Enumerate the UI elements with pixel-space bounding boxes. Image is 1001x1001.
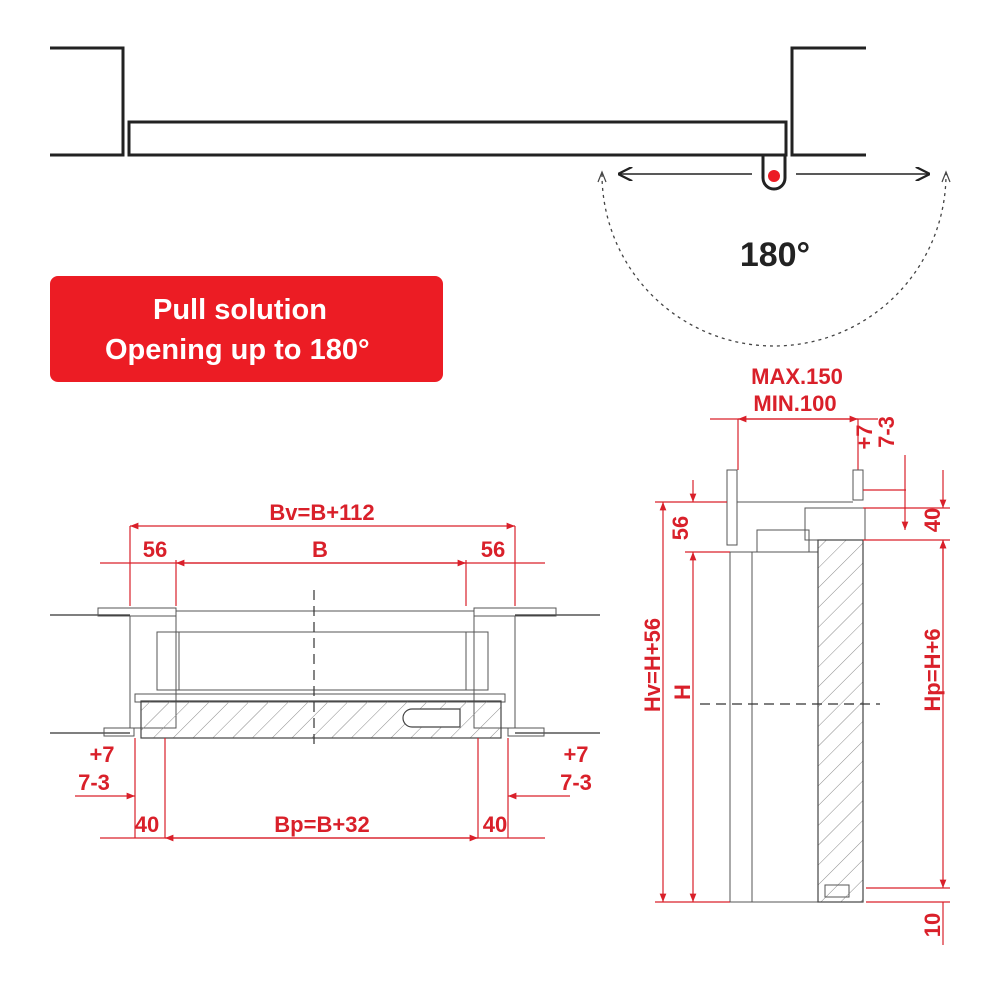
right-wall xyxy=(790,46,866,157)
right-40-label: 40 xyxy=(483,812,507,837)
max-label: MAX.150 xyxy=(751,364,843,389)
swing-arc xyxy=(601,173,947,347)
right-tol-range: 7-3 xyxy=(560,770,592,795)
left-tol-plus: +7 xyxy=(89,742,114,767)
frame-jamb xyxy=(729,551,753,903)
bottom-seal xyxy=(824,884,850,898)
pull-handle-recess xyxy=(402,708,461,728)
arc-arrow-right xyxy=(941,170,951,183)
angle-label: 180° xyxy=(740,236,810,274)
section-tol-range: 7-3 xyxy=(874,416,899,448)
b-label: B xyxy=(312,537,328,562)
right-tol-plus: +7 xyxy=(563,742,588,767)
bp-label: Bp=B+32 xyxy=(274,812,369,837)
arc-arrow-left xyxy=(597,170,607,183)
hv-label: Hv=H+56 xyxy=(640,618,665,712)
top-40-label: 40 xyxy=(920,508,945,532)
frame-body xyxy=(751,551,819,903)
left-56-label: 56 xyxy=(143,537,167,562)
left-trim xyxy=(103,727,135,737)
door-leaf-section-vertical xyxy=(817,539,864,903)
upper-right-profile xyxy=(852,469,864,501)
right-56-label: 56 xyxy=(481,537,505,562)
pivot-point-icon xyxy=(768,170,780,182)
right-trim xyxy=(507,727,545,737)
upper-left-profile xyxy=(726,469,738,546)
header-profile xyxy=(756,529,810,553)
badge-line-1: Pull solution xyxy=(153,294,327,326)
top-56-label: 56 xyxy=(668,516,693,540)
header-cap xyxy=(804,507,866,541)
badge-line-2: Opening up to 180° xyxy=(105,334,370,366)
left-40-label: 40 xyxy=(135,812,159,837)
min-label: MIN.100 xyxy=(753,391,836,416)
top-view: 180° xyxy=(50,46,951,347)
right-jamb-profile xyxy=(465,631,489,691)
section-tol-plus: +7 xyxy=(852,424,877,449)
section-view: MAX.150 MIN.100 +7 7-3 40 Hp=H+6 xyxy=(640,364,950,945)
bv-label: Bv=B+112 xyxy=(269,500,374,525)
pull-solution-badge: Pull solution Opening up to 180° xyxy=(50,276,443,382)
plan-view: Bv=B+112 56 B 56 +7 7-3 +7 7-3 40 Bp=B+3… xyxy=(50,500,600,842)
door-leaf xyxy=(127,120,788,157)
left-jamb-profile xyxy=(156,631,180,691)
left-tol-range: 7-3 xyxy=(78,770,110,795)
pivot-housing xyxy=(761,155,787,191)
hp-label: Hp=H+6 xyxy=(920,628,945,711)
h-label: H xyxy=(670,684,695,700)
left-wall xyxy=(50,46,125,157)
bottom-10-label: 10 xyxy=(920,913,945,937)
